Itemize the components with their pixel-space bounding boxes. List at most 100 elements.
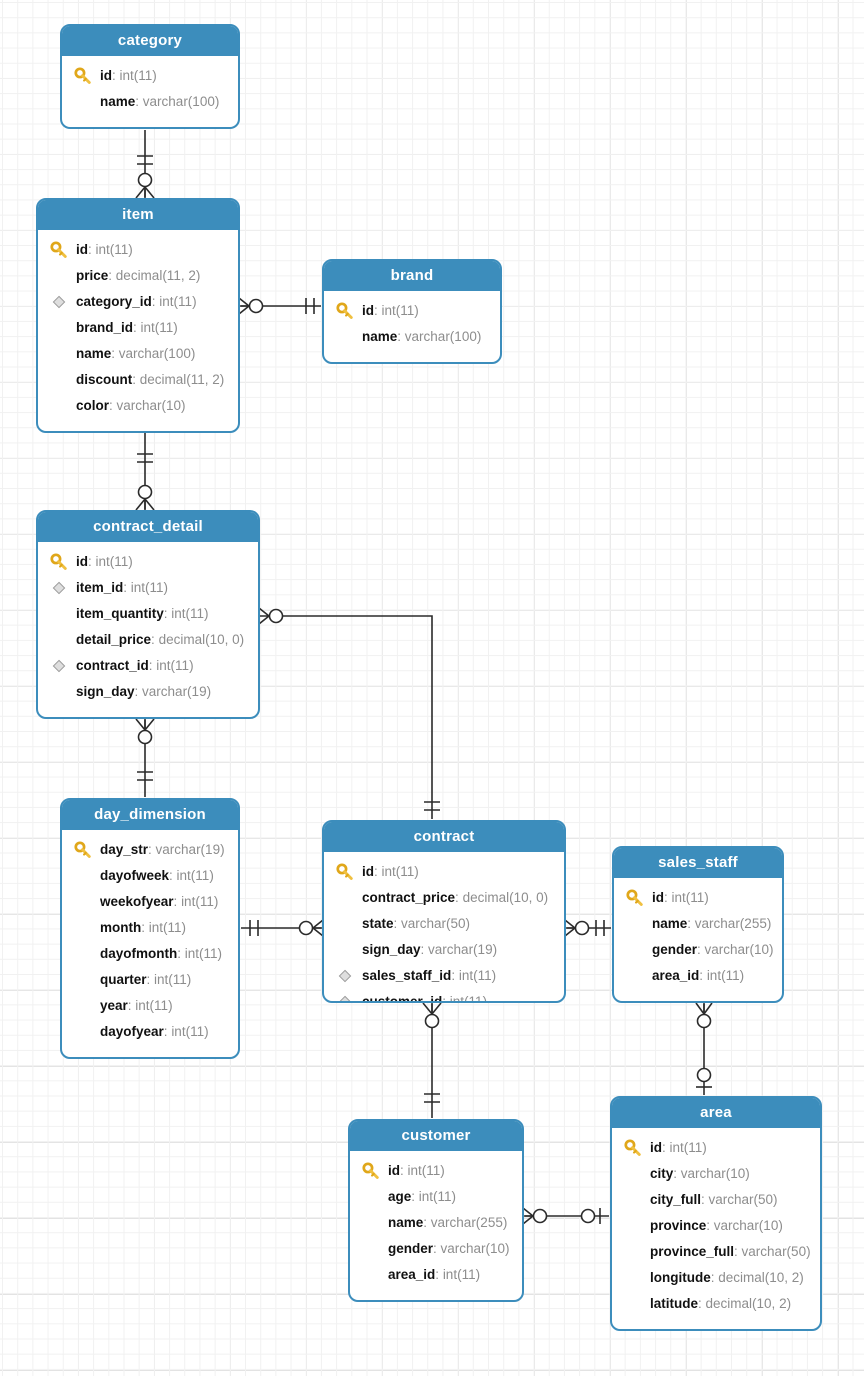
column-row[interactable]: weekofyear: int(11) <box>62 889 238 915</box>
column-type: int(11) <box>418 1189 457 1204</box>
entity-title-day_dimension: day_dimension <box>62 800 238 830</box>
relationship-customer-area[interactable] <box>522 1207 609 1225</box>
column-row[interactable]: customer_id: int(11) <box>324 989 564 1001</box>
column-row[interactable]: quarter: int(11) <box>62 967 238 993</box>
column-type: varchar(10) <box>680 1166 750 1181</box>
column-type: varchar(10) <box>704 942 774 957</box>
column-row[interactable]: name: varchar(100) <box>62 89 238 115</box>
column-type: int(11) <box>154 972 192 987</box>
column-row[interactable]: id: int(11) <box>38 237 238 263</box>
column-row[interactable]: name: varchar(255) <box>614 911 782 937</box>
column-name: name <box>362 329 398 344</box>
column-row[interactable]: id: int(11) <box>62 63 238 89</box>
column-row[interactable]: id: int(11) <box>614 885 782 911</box>
column-name: contract_price <box>362 890 456 905</box>
column-row[interactable]: area_id: int(11) <box>614 963 782 989</box>
column-separator: : <box>112 68 120 83</box>
column-row[interactable]: month: int(11) <box>62 915 238 941</box>
column-name: name <box>652 916 688 931</box>
column-row[interactable]: brand_id: int(11) <box>38 315 238 341</box>
column-row[interactable]: item_quantity: int(11) <box>38 601 258 627</box>
column-row[interactable]: name: varchar(255) <box>350 1210 522 1236</box>
column-row[interactable]: day_str: varchar(19) <box>62 837 238 863</box>
column-row[interactable]: detail_price: decimal(10, 0) <box>38 627 258 653</box>
relationship-item-brand[interactable] <box>238 297 321 315</box>
column-row[interactable]: dayofyear: int(11) <box>62 1019 238 1045</box>
column-row[interactable]: latitude: decimal(10, 2) <box>612 1291 820 1317</box>
column-type: varchar(50) <box>741 1244 811 1259</box>
column-row[interactable]: item_id: int(11) <box>38 575 258 601</box>
column-separator: : <box>123 580 131 595</box>
column-name: longitude <box>650 1270 711 1285</box>
column-row[interactable]: contract_price: decimal(10, 0) <box>324 885 564 911</box>
column-row[interactable]: state: varchar(50) <box>324 911 564 937</box>
column-row[interactable]: gender: varchar(10) <box>614 937 782 963</box>
column-separator: : <box>699 968 707 983</box>
relationship-item-contract-detail[interactable] <box>135 432 155 511</box>
column-row[interactable]: dayofmonth: int(11) <box>62 941 238 967</box>
column-row[interactable]: name: varchar(100) <box>38 341 238 367</box>
column-row[interactable]: city_full: varchar(50) <box>612 1187 820 1213</box>
column-row[interactable]: year: int(11) <box>62 993 238 1019</box>
column-type: int(11) <box>130 580 169 595</box>
relationship-category-item[interactable] <box>135 130 155 199</box>
column-row[interactable]: name: varchar(100) <box>324 324 500 350</box>
column-separator: : <box>455 890 463 905</box>
column-separator: : <box>400 1163 408 1178</box>
column-row[interactable]: area_id: int(11) <box>350 1262 522 1288</box>
column-list-contract: id: int(11)contract_price: decimal(10, 0… <box>324 852 564 1001</box>
column-type: int(11) <box>407 1163 445 1178</box>
column-row[interactable]: age: int(11) <box>350 1184 522 1210</box>
column-row[interactable]: city: varchar(10) <box>612 1161 820 1187</box>
column-row[interactable]: id: int(11) <box>350 1158 522 1184</box>
column-row[interactable]: category_id: int(11) <box>38 289 238 315</box>
column-separator: : <box>374 864 382 879</box>
column-row[interactable]: sign_day: varchar(19) <box>38 679 258 705</box>
column-row[interactable]: id: int(11) <box>612 1135 820 1161</box>
key-icon <box>336 302 354 320</box>
column-row[interactable]: sales_staff_id: int(11) <box>324 963 564 989</box>
column-row[interactable]: discount: decimal(11, 2) <box>38 367 238 393</box>
column-row[interactable]: gender: varchar(10) <box>350 1236 522 1262</box>
entity-day_dimension[interactable]: day_dimension day_str: varchar(19)dayofwe… <box>60 798 240 1059</box>
column-type: decimal(10, 0) <box>462 890 549 905</box>
column-row[interactable]: contract_id: int(11) <box>38 653 258 679</box>
column-row[interactable]: longitude: decimal(10, 2) <box>612 1265 820 1291</box>
relationship-contract-sales-staff[interactable] <box>564 919 611 937</box>
relationship-sales-staff-area[interactable] <box>695 1002 713 1095</box>
column-row[interactable]: province: varchar(10) <box>612 1213 820 1239</box>
column-row[interactable]: sign_day: varchar(19) <box>324 937 564 963</box>
relationship-day-dimension-contract[interactable] <box>241 919 324 937</box>
column-row[interactable]: id: int(11) <box>38 549 258 575</box>
column-row[interactable]: province_full: varchar(50) <box>612 1239 820 1265</box>
column-name: discount <box>76 372 133 387</box>
column-type: int(11) <box>176 868 214 883</box>
column-row[interactable]: color: varchar(10) <box>38 393 238 419</box>
relationship-contract-customer[interactable] <box>422 1002 442 1118</box>
column-separator: : <box>435 1267 443 1282</box>
column-type: int(11) <box>156 658 194 673</box>
column-separator: : <box>108 268 116 283</box>
column-row[interactable]: id: int(11) <box>324 859 564 885</box>
column-name: id <box>76 242 88 257</box>
relationship-contract-detail-contract[interactable] <box>258 607 440 819</box>
column-separator: : <box>420 942 429 957</box>
relationship-contract-detail-day-dimension[interactable] <box>135 718 155 797</box>
column-separator: : <box>393 916 402 931</box>
column-row[interactable]: dayofweek: int(11) <box>62 863 238 889</box>
column-row[interactable]: id: int(11) <box>324 298 500 324</box>
column-separator: : <box>687 916 695 931</box>
column-row[interactable]: price: decimal(11, 2) <box>38 263 238 289</box>
column-separator: : <box>127 998 136 1013</box>
column-type: int(11) <box>148 920 187 935</box>
column-type: varchar(10) <box>440 1241 510 1256</box>
column-separator: : <box>433 1241 441 1256</box>
